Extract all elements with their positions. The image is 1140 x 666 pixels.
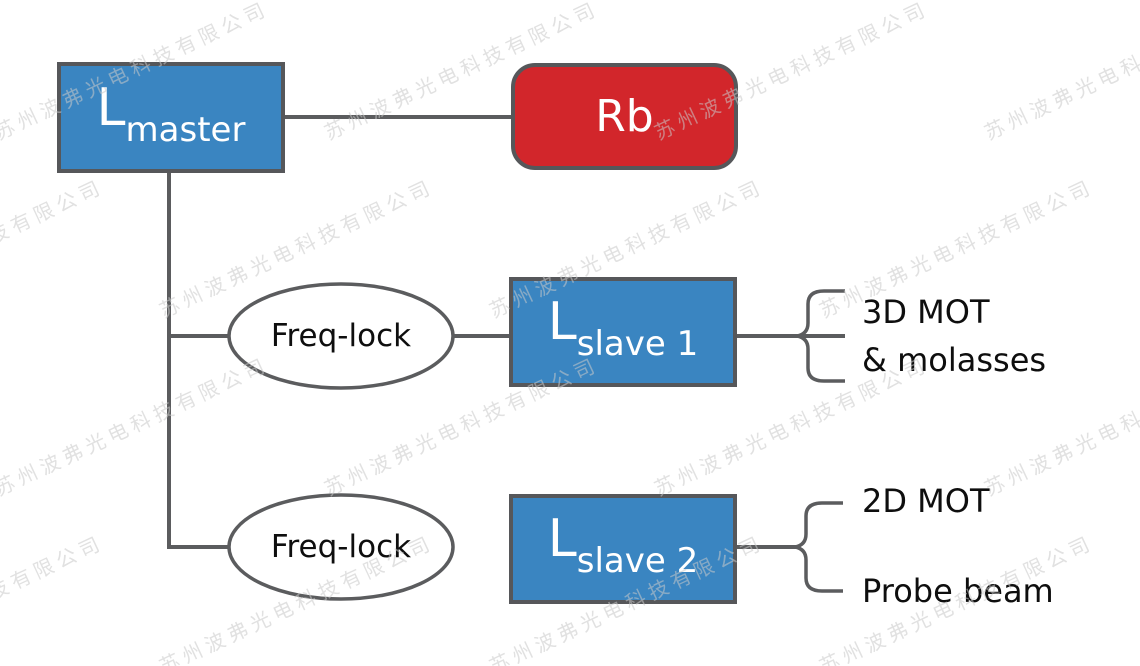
output-slave-1-line-1: 3D MOT (862, 293, 990, 331)
freq-lock-1-label: Freq-lock (270, 318, 412, 354)
output-label-2d-mot: 2D MOT (862, 477, 990, 525)
slave-1-symbol: L (547, 292, 577, 352)
splitter-2-way-brace (793, 501, 843, 593)
freq-lock-2-ellipse (227, 493, 455, 601)
wire-trunk-to-freq-lock-2 (167, 172, 230, 549)
output-slave-2-top: 2D MOT (862, 482, 990, 520)
master-symbol: L (96, 77, 126, 138)
output-label-slave-1: 3D MOT & molasses (862, 288, 1046, 384)
output-slave-1-line-2: & molasses (862, 341, 1047, 379)
output-slave-2-bottom: Probe beam (862, 572, 1054, 610)
node-rb-cell: Rb (511, 63, 738, 170)
rb-label: Rb (595, 91, 654, 142)
node-freq-lock-1: Freq-lock (229, 284, 453, 388)
output-label-probe-beam: Probe beam (862, 567, 1054, 615)
slave-1-subscript: slave 1 (576, 324, 699, 364)
slave-2-symbol: L (547, 509, 577, 569)
splitter-3-way-brace (795, 289, 845, 383)
freq-lock-2-label: Freq-lock (270, 529, 412, 565)
slave-2-subscript: slave 2 (576, 541, 699, 581)
node-freq-lock-2: Freq-lock (229, 495, 453, 599)
master-subscript: master (125, 109, 246, 150)
